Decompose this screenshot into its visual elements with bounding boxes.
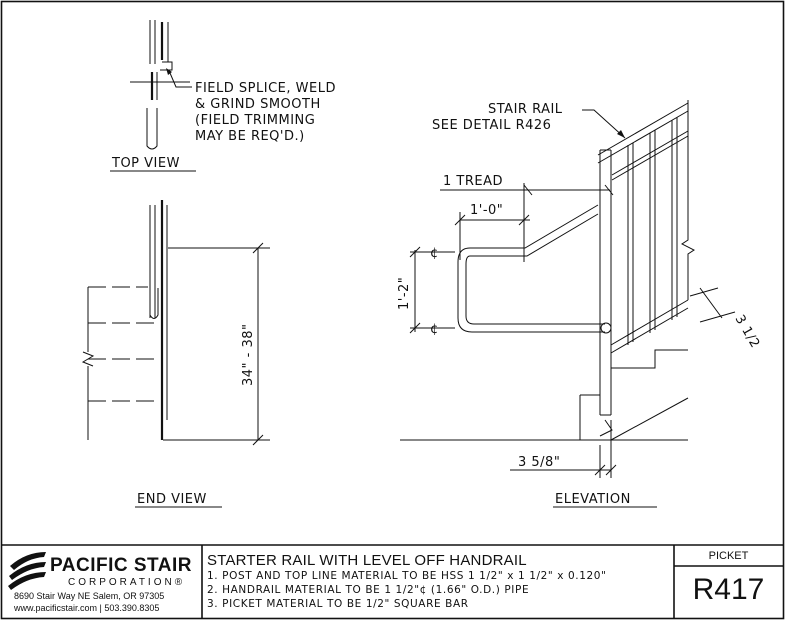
rise-dimension: 1'-2" [397,277,412,310]
post-dimension: 3 5/8" [518,455,560,470]
top-view-callout-line-3: (FIELD TRIMMING [195,113,315,128]
elevation-title: ELEVATION [555,492,631,507]
top-view-title: TOP VIEW [111,156,180,171]
end-view [81,200,270,446]
centerline-mark-bottom: ¢ [430,322,439,337]
company-contact: www.pacificstair.com | 503.390.8305 [14,603,160,613]
top-view-callout-line-4: MAY BE REQ'D.) [195,129,305,144]
top-view-callout-line-2: & GRIND SMOOTH [195,97,321,112]
top-view [130,20,192,150]
corporation-label: CORPORATION [68,577,175,588]
centerline-mark-top: ¢ [430,246,439,261]
stair-rail-note-line-1: STAIR RAIL [488,102,563,117]
company-address: 8690 Stair Way NE Salem, OR 97305 [14,591,165,601]
note-3: 3. PICKET MATERIAL TO BE 1/2" SQUARE BAR [207,598,469,610]
slope-dimension: 3 1/2 [732,313,763,352]
top-view-callout-line-1: FIELD SPLICE, WELD [195,81,336,96]
registered-mark: ® [174,577,186,588]
end-view-title: END VIEW [137,492,207,507]
company-corporation: CORPORATION® [68,577,185,588]
drawing-title: STARTER RAIL WITH LEVEL OFF HANDRAIL [207,552,527,569]
end-view-height-dimension: 34" - 38" [241,324,256,387]
stair-rail-note-line-2: SEE DETAIL R426 [432,118,551,133]
offset-dimension: 1'-0" [470,203,503,218]
elevation-view [400,100,736,478]
note-1: 1. POST AND TOP LINE MATERIAL TO BE HSS … [207,570,607,582]
company-logo-mark [8,552,46,590]
company-name: PACIFIC STAIR [50,555,192,576]
tread-dimension: 1 TREAD [443,174,503,189]
detail-category: PICKET [708,550,749,562]
note-2: 2. HANDRAIL MATERIAL TO BE 1 1/2"¢ (1.66… [207,584,530,596]
detail-number: R417 [692,573,765,606]
